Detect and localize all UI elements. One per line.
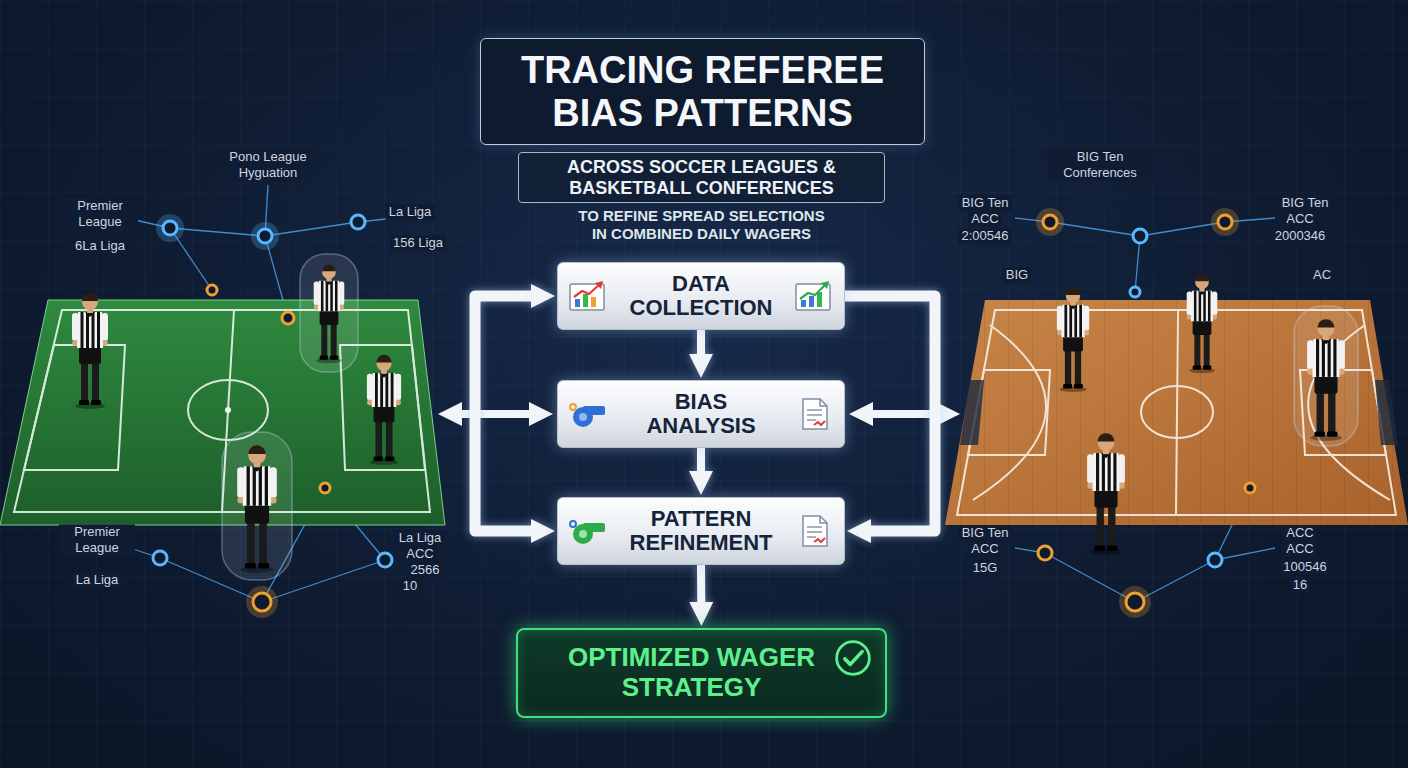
box-icon	[568, 514, 608, 548]
league-label: ACC	[1283, 211, 1316, 227]
league-label: ACC	[968, 541, 1001, 557]
league-label: BIG	[1003, 267, 1031, 283]
subtitle-box: ACROSS SOCCER LEAGUES & BASKETBALL CONFE…	[518, 152, 885, 244]
league-label: BIG Ten	[959, 525, 1012, 541]
league-label: AC	[1310, 267, 1334, 283]
process-box: PATTERN REFINEMENT	[557, 497, 845, 565]
title-box: TRACING REFEREE BIAS PATTERNS	[480, 38, 925, 145]
process-label: BIAS ANALYSIS	[618, 390, 784, 438]
subtitle-text: TO REFINE SPREAD SELECTIONS IN COMBINED …	[574, 207, 829, 243]
process-label: DATA COLLECTION	[618, 272, 784, 320]
league-label: 2:00546	[959, 228, 1012, 244]
flow-arrow	[697, 448, 705, 471]
league-label: 2000346	[1272, 228, 1329, 244]
league-label: La Liga	[73, 572, 122, 588]
flow-arrow	[697, 565, 705, 602]
box-icon	[833, 638, 873, 678]
league-label: 156 Liga	[390, 235, 446, 251]
league-label: Hyguation	[236, 165, 301, 181]
box-icon	[794, 279, 834, 313]
network-nodes	[153, 211, 1255, 615]
league-label: ACC	[1283, 541, 1316, 557]
league-label: 10	[400, 578, 420, 594]
basketball-court	[945, 300, 1408, 525]
league-label: La Liga	[386, 204, 435, 220]
subtitle-text: ACROSS SOCCER LEAGUES & BASKETBALL CONFE…	[518, 152, 885, 203]
league-label: La Liga	[396, 530, 445, 546]
league-label: Premier League	[62, 198, 138, 229]
league-label: ACC	[1283, 525, 1316, 541]
highlight-capsules	[222, 254, 1358, 580]
league-label: 100546	[1280, 559, 1329, 575]
league-label: ACC	[403, 546, 436, 562]
box-icon	[794, 514, 834, 548]
league-label: BIG Ten	[1279, 195, 1332, 211]
league-label: 15G	[970, 560, 1001, 576]
box-icon	[794, 397, 834, 431]
league-label: 16	[1290, 577, 1310, 593]
flow-arrow	[845, 296, 935, 531]
flow-arrow	[697, 330, 705, 354]
league-label: BIG Ten Conferences	[1047, 149, 1153, 180]
league-label: Pono League	[226, 149, 309, 165]
title-text: TRACING REFEREE BIAS PATTERNS	[498, 49, 908, 134]
process-box: DATA COLLECTION	[557, 262, 845, 330]
flow-arrow	[475, 296, 531, 531]
process-box: BIAS ANALYSIS	[557, 380, 845, 448]
league-label: 6La Liga	[72, 238, 128, 254]
league-label: ACC	[968, 211, 1001, 227]
box-icon	[568, 397, 608, 431]
result-box: OPTIMIZED WAGER STRATEGY	[516, 628, 887, 718]
league-label: 2566	[408, 562, 443, 578]
referee-figures	[72, 265, 1345, 573]
result-label: OPTIMIZED WAGER STRATEGY	[558, 643, 825, 703]
box-icon	[568, 279, 608, 313]
league-label: Premier League	[59, 524, 135, 555]
league-label: BIG Ten	[959, 195, 1012, 211]
process-label: PATTERN REFINEMENT	[618, 507, 784, 555]
